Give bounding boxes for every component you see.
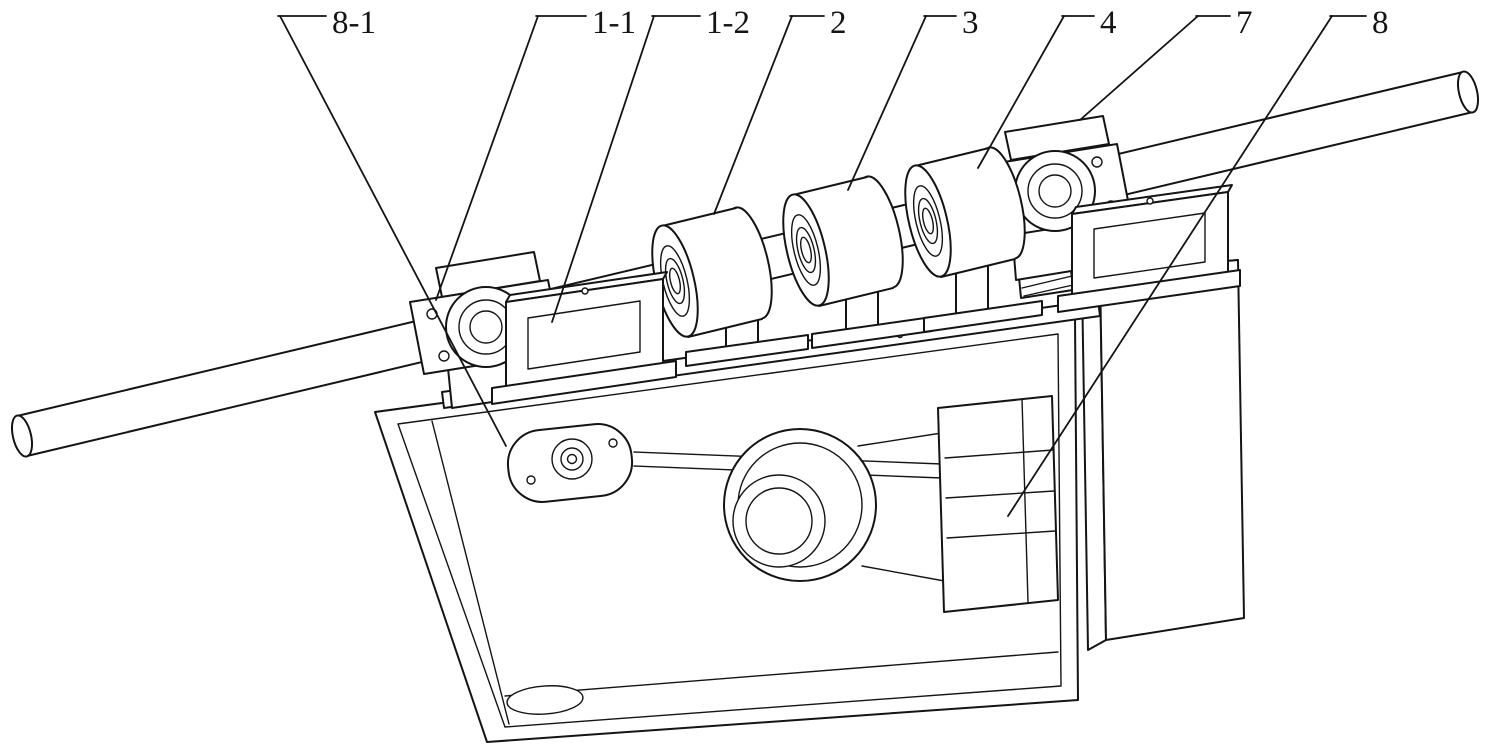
side-panel (1081, 259, 1245, 651)
cabinet-inner-wall-edge (431, 420, 510, 725)
flange-bolt (438, 350, 450, 362)
leader-line (713, 15, 793, 215)
leader-8 (1007, 15, 1367, 517)
flange-bolt (1091, 156, 1103, 168)
left-bearing-bore (469, 310, 503, 344)
motor-body-top-edge (857, 431, 949, 447)
shaft-left-end-cap (10, 414, 34, 458)
leader-line (1007, 15, 1333, 517)
callout-label-2: 2 (830, 5, 847, 41)
cam-bolt (608, 438, 618, 448)
cabinet-floor-edge (504, 651, 1059, 697)
gearbox (937, 395, 1059, 613)
cam-bolt (526, 475, 536, 485)
bracket-window (1093, 212, 1206, 279)
leader-line (847, 15, 927, 191)
right-bearing-bore (1038, 174, 1072, 208)
motor-cap-inner (745, 487, 813, 555)
roller-3 (782, 175, 904, 307)
leader-line (977, 15, 1065, 169)
callout-label-8: 8 (1372, 5, 1389, 41)
callout-label-1-2: 1-2 (706, 5, 750, 41)
leader-1-2 (551, 15, 701, 323)
gearbox-body (937, 395, 1059, 613)
bracket-screw (1146, 197, 1154, 205)
gearbox-edge-line (1021, 398, 1029, 603)
leader-line (279, 15, 507, 447)
callout-label-3: 3 (962, 5, 979, 41)
roller-2 (651, 206, 773, 338)
callout-label-1-1: 1-1 (592, 5, 636, 41)
roller-bottom-edge (687, 318, 763, 338)
roller-bore (921, 207, 935, 235)
leader-line (551, 15, 655, 323)
leader-line (435, 15, 539, 301)
roller-top-edge (792, 176, 868, 196)
gearbox-rib (945, 490, 1055, 499)
support-base-pad (923, 300, 1043, 333)
floor-hole (506, 685, 584, 715)
callout-label-7: 7 (1236, 5, 1253, 41)
bracket-base (491, 360, 677, 405)
roller-bottom-edge (940, 258, 1016, 278)
roller-bore (799, 236, 813, 264)
bracket-base (1057, 269, 1241, 313)
side-panel-front-face (1099, 259, 1245, 641)
callout-labels: 8-1 1-1 1-2 2 3 4 7 8 (332, 5, 1389, 41)
left-slotted-bracket (491, 271, 677, 405)
leader-3 (847, 15, 957, 191)
support-base-pad (685, 334, 809, 367)
leader-2 (713, 15, 825, 215)
callout-label-4: 4 (1100, 5, 1117, 41)
roller-bottom-edge (818, 287, 894, 307)
leader-line (1079, 15, 1199, 121)
roller-top-edge (661, 207, 737, 227)
bracket-screw (581, 287, 589, 295)
motor (723, 428, 951, 583)
bracket-window (527, 300, 641, 370)
motor-body-bottom-edge (861, 565, 951, 583)
roller-4 (904, 146, 1026, 278)
right-slotted-bracket (1057, 184, 1241, 313)
roller-bore (668, 267, 682, 295)
shaft-right-end-cap (1456, 70, 1480, 114)
callout-label-8-1: 8-1 (332, 5, 376, 41)
cam-bore (566, 453, 578, 465)
gearbox-rib (944, 449, 1054, 459)
right-bearing-cap (1004, 115, 1110, 161)
coupling-hatch (1023, 284, 1074, 297)
callout-leaders (277, 15, 1367, 517)
leader-1-1 (435, 15, 587, 301)
coupling-hatch (1021, 275, 1073, 289)
leader-7 (1079, 15, 1231, 121)
roller-top-edge (914, 147, 990, 167)
cam-unit (506, 423, 634, 503)
leader-4 (977, 15, 1095, 169)
gearbox-rib (946, 530, 1056, 539)
leader-8-1 (277, 15, 507, 447)
